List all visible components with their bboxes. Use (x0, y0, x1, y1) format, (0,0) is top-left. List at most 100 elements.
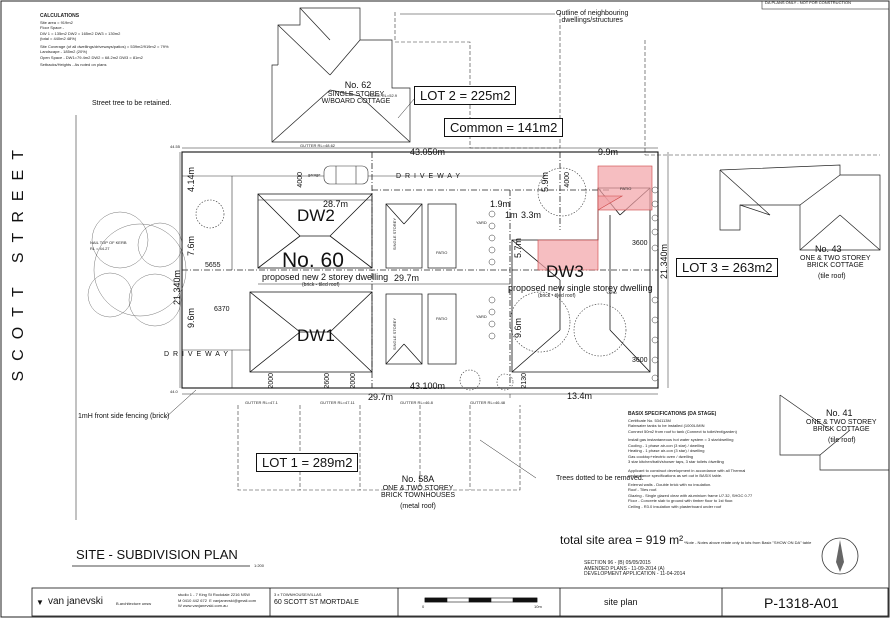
revision-line: SECTION 96 - (B) 05/05/2015 (584, 560, 651, 566)
ss2-wrap: SINGLE STOREY (392, 318, 398, 350)
dim-2600: 2600 (324, 373, 331, 389)
no43-desc: ONE & TWO STOREY BRICK COTTAGE (800, 255, 871, 269)
dim-mid-length: 29.7m (394, 273, 420, 283)
dim-3600b: 3600 (632, 357, 648, 364)
dim-dw2-width: 28.7m (323, 199, 349, 209)
no41-roof: (tile roof) (828, 437, 856, 444)
scale-ten: 10m (534, 604, 542, 609)
dim-5655: 5655 (205, 262, 221, 269)
calculations-title: CALCULATIONS (40, 13, 80, 19)
dim-6370: 6370 (214, 306, 230, 313)
dim-s1: 1.9m (490, 199, 511, 209)
lot2-label: LOT 2 = 225m2 (414, 86, 517, 105)
dim-4000a: 4000 (297, 172, 304, 188)
dim-left-wrap: 21.340m (172, 270, 182, 305)
gutter-rl: GUTTER RL=47.11 (320, 400, 355, 405)
firm-name: van janevski (48, 596, 104, 607)
no58a-desc: ONE & TWO STOREY BRICK TOWNHOUSES (380, 485, 456, 499)
revisions: SECTION 96 - (B) 05/05/2015 AMENDED PLAN… (584, 560, 686, 578)
fencing-note: 1mH front side fencing (brick) (78, 413, 170, 420)
dim-s2: 1m (505, 210, 518, 220)
dim-s5: 5.7m (513, 238, 523, 259)
dim-front-b-wrap: 7.6m (186, 236, 196, 256)
yard-label: YARD (606, 290, 617, 295)
dim-2130: 2130 (521, 373, 528, 389)
dim-top-length: 43.050m (410, 147, 446, 157)
dim-front-c: 9.6m (186, 308, 196, 329)
basix-line: Ceiling - R3.0 insulation with plasterbo… (628, 503, 722, 509)
brick-tiled-label-3: (brick - tiled roof) (538, 293, 576, 299)
firm-logo-icon: ▼ (36, 598, 44, 607)
yard-label: YARD (476, 220, 487, 225)
dim-2000b: 2000 (350, 373, 357, 389)
basix-line: External walls - Double brick with no in… (628, 481, 712, 487)
dim-inner-bottom: 29.7m (368, 392, 394, 402)
proposed-2storey: proposed new 2 storey dwelling (262, 272, 389, 282)
basix-line: Connect 50m2 from roof to tank (Connect … (628, 428, 737, 434)
basix-line: Install gas instantaneous hot water syst… (628, 437, 734, 442)
basix-line: Applicant to construct development in ac… (628, 467, 746, 473)
single-storey-label: SINGLE STOREY (392, 318, 397, 351)
basix-line: Glazing - Single glazed clear with alumi… (628, 492, 753, 498)
drawing-number: P-1318-A01 (764, 595, 839, 611)
n4000b-wrap: 4000 (564, 172, 571, 188)
calculations-block: CALCULATIONS Site area = 919m2 Floor Spa… (40, 13, 230, 68)
n2000b-wrap: 2000 (350, 373, 357, 389)
basix-line: Heating - 1 phase air-con (3 star) / dwe… (628, 448, 705, 453)
patio-label: PATIO (436, 250, 448, 255)
dim-front-a: 4.14m (186, 167, 196, 193)
dim-rear-bottom: 13.4m (567, 391, 593, 401)
common-label: Common = 141m2 (444, 118, 564, 137)
plan-scale: 1:200 (254, 563, 265, 568)
driveway-label-bottom: D R I V E W A Y (164, 351, 230, 358)
dw1-label: DW1 (297, 326, 335, 345)
dim-front-b: 7.6m (186, 236, 196, 257)
lot1-label: LOT 1 = 289m2 (256, 453, 359, 472)
basix-line: Floor - Concrete slab to ground with tim… (628, 498, 734, 503)
revision-line: DEVELOPMENT APPLICATION - 11-04-2014 (584, 571, 686, 577)
no58a-roof: (metal roof) (400, 503, 436, 510)
n2600-wrap: 2600 (324, 373, 331, 389)
calc-line: Setbacks/Heights - As noted on plans (40, 62, 107, 67)
patio-label: PATIO (436, 316, 448, 321)
basix-line: performance specifications as set out in… (628, 473, 723, 478)
total-site-area: total site area = 919 m² (560, 533, 684, 547)
no41-desc: ONE & TWO STOREY BRICK COTTAGE (806, 419, 877, 433)
patio-label: PATIO (620, 186, 632, 191)
firm-sub: B.architecture unsw (116, 601, 152, 606)
no62-title: No. 62 (344, 80, 372, 90)
calc-line: Open Space - DW1=79.4m2 DW2 = 68.2m2 DW3… (40, 54, 143, 60)
lot3-label: LOT 3 = 263m2 (676, 258, 779, 277)
dim-s5-wrap: 5.7m (513, 238, 523, 258)
n2130-wrap: 2130 (521, 373, 528, 389)
dim-2000: 2000 (268, 373, 275, 389)
gutter-rl: GUTTER RL=46.8 (400, 400, 433, 405)
street-name-wrap: SCOTT STREET (10, 140, 32, 400)
dim-3600a: 3600 (632, 240, 648, 247)
no43-title: No. 43 (815, 244, 842, 254)
dim-s6: 9.6m (513, 318, 523, 339)
driveway-label-top: D R I V E W A Y (396, 173, 462, 180)
gutter-rl: GUTTER RL=47.1 (245, 400, 278, 405)
yard-label: YARD (476, 314, 487, 319)
basix-block: BASIX SPECIFICATIONS (DA STAGE) Certific… (628, 411, 818, 509)
basix-line: Certificate No. 534113M (628, 417, 671, 423)
dw2-label: DW2 (297, 206, 335, 225)
calc-line: DW 1 = 135m2 DW2 = 165m2 DW3 = 130m2 (40, 30, 121, 36)
gutter-rl: GUTTER RL=46.48 (470, 400, 506, 405)
outline-note: Outline of neighbouring dwellings/struct… (556, 10, 629, 24)
no43-roof: (tile roof) (818, 273, 846, 280)
gutter-rl: GUTTER RL=48.62 (300, 143, 336, 148)
basix-line: Gas cooktop+electric oven / dwelling (628, 453, 694, 459)
street-name: SCOTT STREET (10, 140, 27, 382)
dim-s4: 5.9m (540, 172, 550, 193)
dim-s3: 3.3m (521, 210, 542, 220)
scale-zero: 0 (422, 604, 425, 609)
dim-bottom-length: 43.100m (410, 381, 446, 391)
calc-line: (total = 440m2 48%) (40, 36, 77, 41)
rl-1: 44.55 (170, 144, 181, 149)
ridge-rl: RIDGE RL=52.9 (368, 93, 398, 98)
dim-left-side: 21.340m (172, 270, 182, 306)
brick-tiled-label: (brick - tiled roof) (302, 282, 340, 288)
